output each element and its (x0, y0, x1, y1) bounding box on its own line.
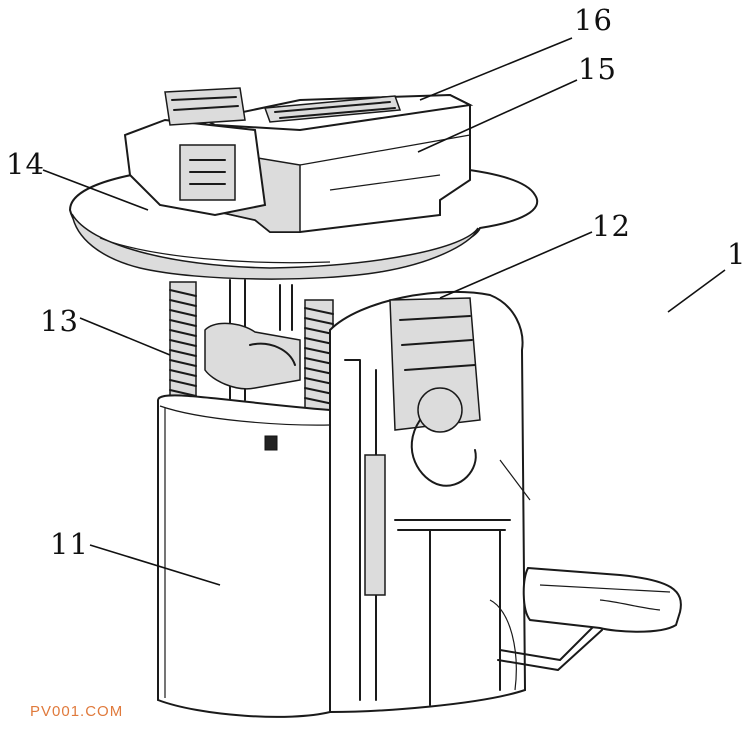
leader-13 (79, 317, 171, 356)
spring-left (169, 281, 197, 398)
label-14: 14 (6, 147, 45, 181)
leader-14 (42, 169, 149, 211)
label-12: 12 (592, 209, 631, 243)
leader-15 (417, 79, 578, 153)
leader-11 (89, 544, 221, 586)
label-15: 15 (578, 52, 617, 86)
float (522, 566, 682, 633)
connector-block (123, 87, 267, 217)
label-13: 13 (40, 304, 79, 338)
reservoir-canister (157, 394, 331, 718)
internal-rods (204, 279, 301, 401)
watermark-text: PV001.COM (30, 703, 124, 720)
leader-12 (439, 231, 593, 299)
controller-cover (201, 93, 474, 132)
leader-16 (419, 37, 573, 101)
label-1: 1 (727, 237, 747, 271)
leader-1 (667, 269, 726, 313)
spring-right (304, 299, 334, 411)
label-16: 16 (574, 3, 613, 37)
label-11: 11 (50, 527, 89, 561)
bracket-frame (329, 290, 531, 714)
